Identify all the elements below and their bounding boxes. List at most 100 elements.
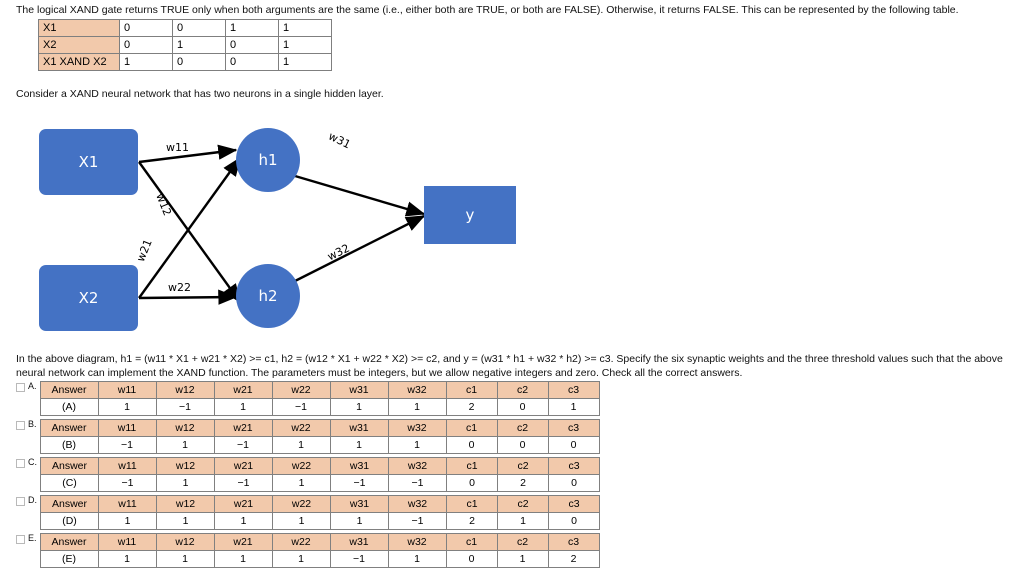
col-header-w11: w11 — [98, 495, 157, 513]
table-row: (B) −1 1 −1 1 1 1 0 0 0 — [39, 436, 600, 454]
col-header-c1: c1 — [445, 419, 498, 437]
cell-c1: 0 — [446, 474, 498, 492]
checkbox-e[interactable] — [16, 535, 25, 544]
edge-label-w11: w11 — [166, 141, 189, 154]
answer-choice-c[interactable]: C. Answer w11 w12 w21 w22 w31 w32 c1 c2 … — [16, 457, 600, 492]
edge-label-w22: w22 — [168, 281, 191, 294]
cell-w11: 1 — [97, 550, 157, 568]
answer-choice-a[interactable]: A. Answer w11 w12 w21 w22 w31 w32 c1 c2 … — [16, 381, 600, 416]
table-row: (D) 1 1 1 1 1 −1 2 1 0 — [40, 512, 600, 530]
cell-w11: −1 — [97, 436, 157, 454]
truth-cell: 1 — [172, 36, 226, 54]
node-y: y — [424, 186, 516, 244]
table-row: (C) −1 1 −1 1 −1 −1 0 2 0 — [40, 474, 600, 492]
cell-answer: (A) — [39, 398, 99, 416]
cell-w31: 1 — [329, 436, 389, 454]
truth-cell: 1 — [278, 36, 332, 54]
col-header-answer: Answer — [40, 495, 99, 513]
cell-c1: 0 — [445, 436, 498, 454]
col-header-w12: w12 — [155, 419, 215, 437]
cell-w22: 1 — [272, 512, 331, 530]
col-header-w21: w21 — [213, 419, 273, 437]
col-header-w21: w21 — [213, 381, 273, 399]
col-header-w31: w31 — [330, 457, 389, 475]
table-row: X1 0 0 1 1 — [38, 19, 332, 37]
answer-choice-b[interactable]: B. Answer w11 w12 w21 w22 w31 w32 c1 c2 … — [16, 419, 600, 454]
cell-w22: 1 — [271, 436, 331, 454]
cell-w32: 1 — [387, 550, 447, 568]
answer-choice-e[interactable]: E. Answer w11 w12 w21 w22 w31 w32 c1 c2 … — [16, 533, 600, 568]
truth-row-label: X2 — [38, 36, 120, 54]
xand-truth-table: X1 0 0 1 1 X2 0 1 0 1 X1 XAND X2 1 0 0 1 — [38, 19, 332, 71]
col-header-w31: w31 — [329, 533, 389, 551]
cell-w11: −1 — [98, 474, 157, 492]
truth-cell: 0 — [172, 53, 226, 71]
cell-w32: 1 — [387, 436, 447, 454]
truth-row-label: X1 — [38, 19, 120, 37]
cell-c1: 2 — [446, 512, 498, 530]
col-header-w32: w32 — [387, 419, 447, 437]
neural-network-diagram: X1 X2 h1 h2 y w11 w12 w21 w22 w31 w32 — [0, 120, 560, 345]
cell-w21: 1 — [214, 512, 273, 530]
col-header-answer: Answer — [40, 457, 99, 475]
table-row: Answer w11 w12 w21 w22 w31 w32 c1 c2 c3 — [39, 533, 600, 551]
choice-letter-a: A. — [28, 381, 37, 391]
edge-x1-h2 — [138, 161, 241, 304]
node-x2: X2 — [39, 265, 138, 331]
cell-w12: 1 — [155, 550, 215, 568]
choice-letter-d: D. — [28, 495, 37, 505]
edge-h2-y — [294, 214, 426, 283]
edge-x1-h1 — [138, 144, 238, 164]
cell-answer: (E) — [39, 550, 99, 568]
col-header-w22: w22 — [272, 457, 331, 475]
truth-cell: 1 — [119, 53, 173, 71]
checkbox-a[interactable] — [16, 383, 25, 392]
edge-x2-h2 — [138, 289, 238, 305]
table-row: Answer w11 w12 w21 w22 w31 w32 c1 c2 c3 — [40, 457, 600, 475]
cell-w21: −1 — [213, 436, 273, 454]
cell-c3: 1 — [547, 398, 600, 416]
table-row: Answer w11 w12 w21 w22 w31 w32 c1 c2 c3 — [39, 381, 600, 399]
answer-choice-d[interactable]: D. Answer w11 w12 w21 w22 w31 w32 c1 c2 … — [16, 495, 600, 530]
intro-paragraph: The logical XAND gate returns TRUE only … — [16, 4, 959, 16]
cell-c3: 0 — [547, 436, 600, 454]
col-header-w32: w32 — [387, 533, 447, 551]
cell-w21: −1 — [214, 474, 273, 492]
cell-answer: (D) — [40, 512, 99, 530]
truth-cell: 0 — [225, 36, 279, 54]
cell-w31: 1 — [329, 398, 389, 416]
col-header-c2: c2 — [496, 381, 549, 399]
checkbox-d[interactable] — [16, 497, 25, 506]
truth-cell: 1 — [278, 19, 332, 37]
answer-table-c: Answer w11 w12 w21 w22 w31 w32 c1 c2 c3 … — [40, 457, 600, 492]
col-header-w31: w31 — [330, 495, 389, 513]
cell-c2: 0 — [496, 436, 549, 454]
col-header-c3: c3 — [548, 457, 600, 475]
truth-cell: 0 — [172, 19, 226, 37]
col-header-w21: w21 — [213, 533, 273, 551]
cell-w11: 1 — [98, 512, 157, 530]
truth-cell: 0 — [119, 36, 173, 54]
truth-cell: 1 — [225, 19, 279, 37]
cell-c2: 2 — [497, 474, 549, 492]
col-header-c3: c3 — [547, 533, 600, 551]
col-header-c3: c3 — [548, 495, 600, 513]
checkbox-c[interactable] — [16, 459, 25, 468]
col-header-c2: c2 — [496, 533, 549, 551]
cell-c3: 0 — [548, 512, 600, 530]
cell-w21: 1 — [213, 398, 273, 416]
col-header-w12: w12 — [156, 495, 215, 513]
choice-letter-b: B. — [28, 419, 37, 429]
col-header-c2: c2 — [497, 495, 549, 513]
cell-w32: 1 — [387, 398, 447, 416]
cell-w32: −1 — [388, 512, 447, 530]
node-h2: h2 — [236, 264, 300, 328]
col-header-answer: Answer — [39, 381, 99, 399]
choice-letter-c: C. — [28, 457, 37, 467]
checkbox-b[interactable] — [16, 421, 25, 430]
cell-c3: 0 — [548, 474, 600, 492]
col-header-w11: w11 — [97, 419, 157, 437]
col-header-w32: w32 — [388, 495, 447, 513]
table-row: (E) 1 1 1 1 −1 1 0 1 2 — [39, 550, 600, 568]
cell-w11: 1 — [97, 398, 157, 416]
